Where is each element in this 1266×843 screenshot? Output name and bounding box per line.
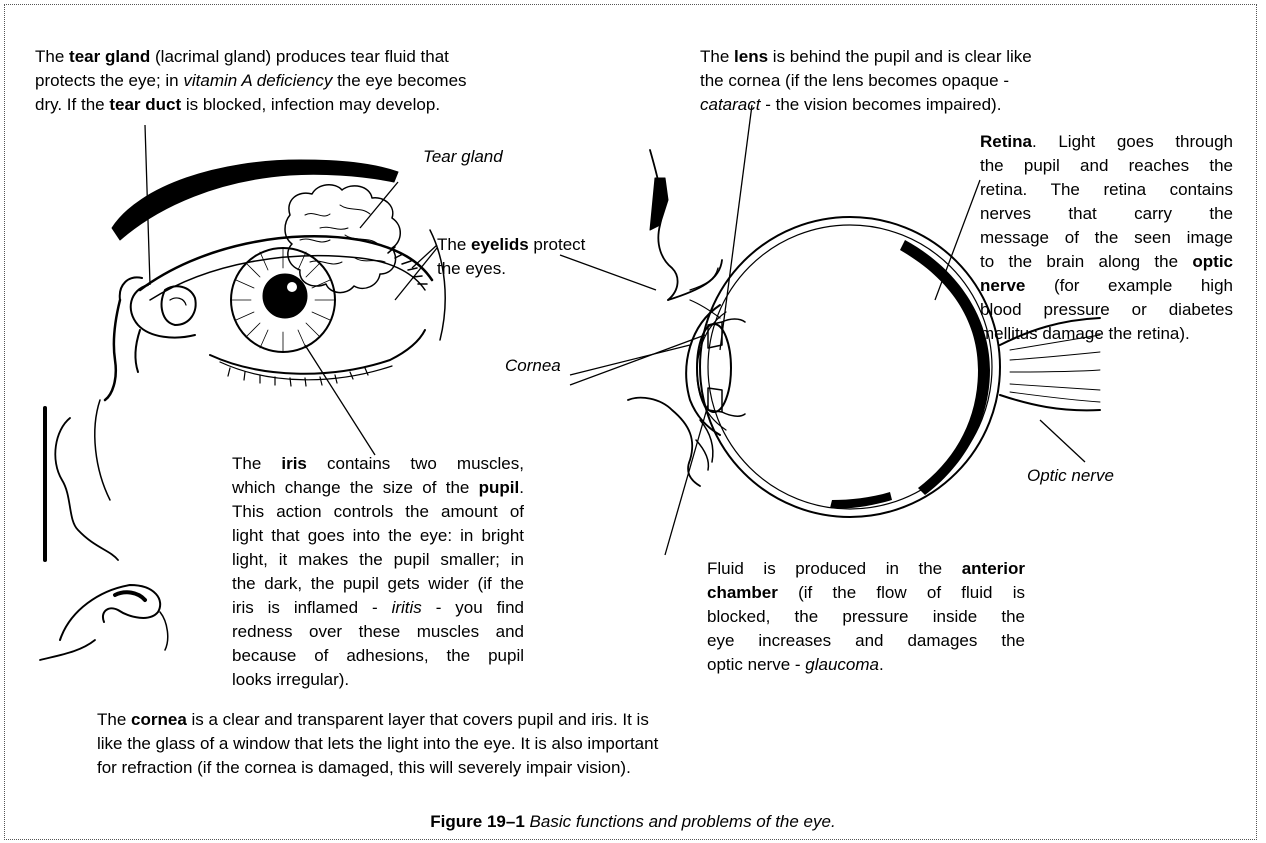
eyeball-outer <box>700 217 1000 517</box>
lens-pointer <box>720 105 752 350</box>
lens-description: The lens is behind the pupil and is clea… <box>700 45 1032 117</box>
eyebrow <box>112 160 398 240</box>
cornea-label: Cornea <box>505 355 561 377</box>
figure-number: Figure 19–1 <box>430 812 525 831</box>
nostril <box>60 585 160 640</box>
figure-caption: Figure 19–1 Basic functions and problems… <box>0 812 1266 832</box>
anterior-chamber-description: Fluid is produced in the anterior chambe… <box>707 557 1025 677</box>
eyelids-description: The eyelids protect the eyes. <box>437 233 585 281</box>
iris-pointer <box>305 345 375 455</box>
optic-nerve-pointer <box>1040 420 1085 462</box>
cornea-description: The cornea is a clear and transparent la… <box>97 708 658 780</box>
cornea-pointer <box>570 345 690 375</box>
lower-eyelid <box>210 330 425 374</box>
pupil-shape <box>263 274 307 318</box>
optic-nerve-label: Optic nerve <box>1027 465 1114 487</box>
tear-gland-label: Tear gland <box>423 146 503 168</box>
tear-gland-description: The tear gland (lacrimal gland) produces… <box>35 45 467 117</box>
cornea-pointer-2 <box>570 335 705 385</box>
lens-shape <box>697 324 731 412</box>
retina-band <box>900 240 990 495</box>
caruncle <box>162 286 196 325</box>
upper-lid-profile <box>668 260 722 300</box>
tear-duct <box>105 300 120 400</box>
retina-description: Retina. Light goes through the pupil and… <box>980 130 1233 346</box>
iris-description: The iris contains two muscles, which cha… <box>232 452 524 692</box>
eyelid-pointer-upper <box>412 245 437 268</box>
figure-title: Basic functions and problems of the eye. <box>525 812 836 831</box>
eyelid-pointer-lower <box>395 248 437 300</box>
